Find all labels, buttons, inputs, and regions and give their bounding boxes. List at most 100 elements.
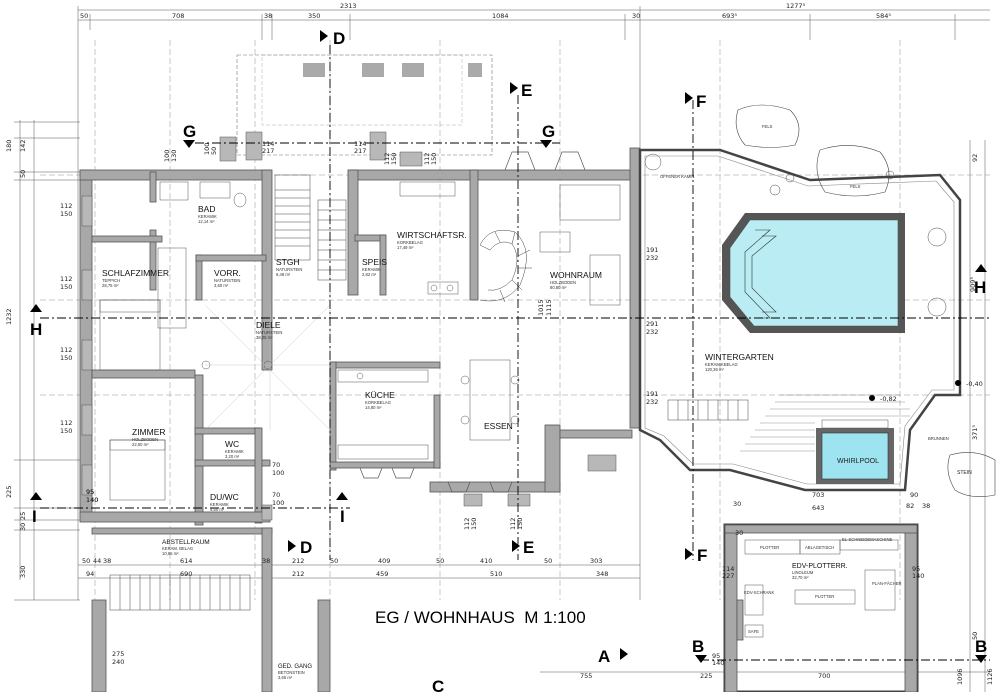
section-h-left: H: [30, 320, 42, 339]
dim-in-38: 38: [922, 502, 930, 510]
room-wintergarten-name: WINTERGARTEN: [705, 352, 774, 362]
room-edv-area: 32,70 m²: [792, 575, 809, 580]
misc-labels: OFFENER KAMIN FELS FELS STEIN BRUNNEN PL…: [660, 124, 983, 634]
dim-right-1126: 1126: [986, 668, 994, 685]
dim-left-330: 330: [19, 566, 27, 578]
section-f-bottom: F: [697, 546, 707, 565]
dim-in-100-130: 100: [163, 150, 171, 162]
dims-top: 2313 1277⁵ 50 708 38 350 1084 30 693⁵ 58…: [80, 2, 891, 20]
dim-bot-225: 225: [700, 672, 712, 680]
dims-right: 92 909⁵ 371⁵ 50 1096 1126: [956, 154, 994, 685]
section-f-top: F: [696, 92, 706, 111]
room-diele-name: DIELE: [256, 320, 281, 330]
dim-left-142: 142: [19, 140, 27, 152]
room-diele-area: 38,05 m²: [256, 335, 273, 340]
room-wohnraum-area: 80,80 m²: [550, 285, 567, 290]
dim-in-217b: 217: [354, 147, 366, 155]
dim-top-1084: 1084: [492, 12, 509, 20]
room-wirtschaft-material: KORKBELAG: [397, 240, 423, 245]
room-ged-gang-material: BETONSTEIN: [278, 670, 305, 675]
label-stein: STEIN: [957, 470, 972, 476]
label-level-2: -0,82: [880, 395, 897, 403]
room-stgh-area: 9,48 m²: [276, 272, 291, 277]
dim-bot-755: 755: [580, 672, 592, 680]
dim-in-232: 232: [646, 254, 658, 262]
room-abstellraum-area: 10,65 m²: [162, 551, 179, 556]
room-stgh-material: NATURSTEIN: [276, 267, 302, 272]
dim-bot-50d: 50: [544, 557, 552, 565]
dim-in-150c: 150: [470, 518, 478, 530]
dim-in-232c: 232: [646, 398, 658, 406]
room-duwc-material: KERAMIK: [210, 502, 229, 507]
dim-bot-50: 50: [82, 557, 90, 565]
staircase-main: [274, 174, 347, 281]
dim-in-50: 50: [210, 147, 218, 155]
room-abstellraum-material: KERAM. BELAG: [162, 546, 193, 551]
room-zimmer-area: 22,50 m²: [132, 442, 149, 447]
windows: [81, 131, 617, 521]
section-i-right: I: [340, 507, 345, 526]
spiral-stair: [479, 229, 532, 303]
dim-in-703: 703: [812, 491, 824, 499]
dim-in-90: 90: [910, 491, 918, 499]
dim-top-350: 350: [308, 12, 320, 20]
dim-in-112d: 112: [509, 518, 517, 530]
dimension-lines: [14, 6, 990, 692]
room-speis-area: 2,82 m²: [362, 272, 377, 277]
dim-in-1015: 1015: [537, 299, 545, 316]
label-offener-kamin: OFFENER KAMIN: [660, 174, 694, 179]
label-safe: SAFE: [748, 629, 759, 634]
dim-top-708: 708: [172, 12, 184, 20]
room-zimmer-name: ZIMMER: [132, 427, 166, 437]
dim-in-140b: 140: [912, 572, 924, 580]
room-whirlpool-name: WHIRLPOOL: [837, 458, 879, 465]
room-diele-material: NATURSTEIN: [256, 330, 282, 335]
section-c: C: [432, 677, 444, 692]
room-ged-gang-area: 3,65 m²: [278, 675, 293, 680]
drawing-title: EG / WOHNHAUS M 1:100: [375, 608, 586, 627]
section-a: A: [598, 647, 610, 666]
dim-bot-50b: 50: [330, 557, 338, 565]
upper-terrace: [236, 54, 493, 156]
room-kueche-name: KÜCHE: [365, 390, 395, 400]
dim-bot-38: 38: [103, 557, 111, 565]
dim-left-240: 240: [112, 658, 124, 666]
label-ablagetisch: ABLAGETISCH: [805, 545, 834, 550]
room-wohnraum-name: WOHNRAUM: [550, 270, 602, 280]
dims-bottom: 50 44 38 614 38 212 50 409 50 410 50 303…: [82, 557, 830, 680]
section-markers: [30, 30, 987, 663]
room-zimmer-material: HOLZBODEN: [132, 437, 158, 442]
dim-left-225: 225: [5, 486, 13, 498]
dim-right-1096: 1096: [956, 668, 964, 685]
dim-right-50: 50: [971, 632, 979, 640]
dim-left-w1b: 150: [60, 210, 72, 218]
dim-bot-410: 410: [480, 557, 492, 565]
wintergarten-steps: [667, 399, 749, 421]
room-edv-material: LINOLEUM: [792, 570, 814, 575]
room-wirtschaft-area: 17,49 m²: [397, 245, 414, 250]
dim-left-w5: 95: [86, 488, 94, 496]
room-vorr-name: VORR.: [214, 268, 241, 278]
dim-in-140: 140: [86, 496, 98, 504]
dim-top-total: 2313: [340, 2, 357, 10]
dim-in-191b: 191: [646, 390, 658, 398]
bay-windows: [359, 151, 586, 493]
room-schlafzimmer-material: TEPPICH: [102, 278, 120, 283]
room-duwc-name: DU/WC: [210, 492, 239, 502]
plants: [769, 170, 947, 317]
dim-left-30: 30: [19, 523, 27, 531]
dim-bot-94: 94: [86, 570, 94, 578]
section-e-bottom: E: [523, 538, 534, 557]
deck-hatch: [740, 394, 910, 452]
dim-left-180: 180: [5, 140, 13, 152]
dim-right-92: 92: [971, 154, 979, 162]
dim-left-25: 25: [19, 512, 27, 520]
room-bad-name: BAD: [198, 204, 215, 214]
level-markers: [869, 380, 961, 401]
room-essen-name: ESSEN: [484, 421, 513, 431]
label-el-schneide: EL-SCHNEIDEMASCHINE: [842, 537, 892, 542]
section-b-left: B: [692, 637, 704, 656]
dim-in-70b: 70: [272, 491, 280, 499]
dim-left-50: 50: [19, 170, 27, 178]
